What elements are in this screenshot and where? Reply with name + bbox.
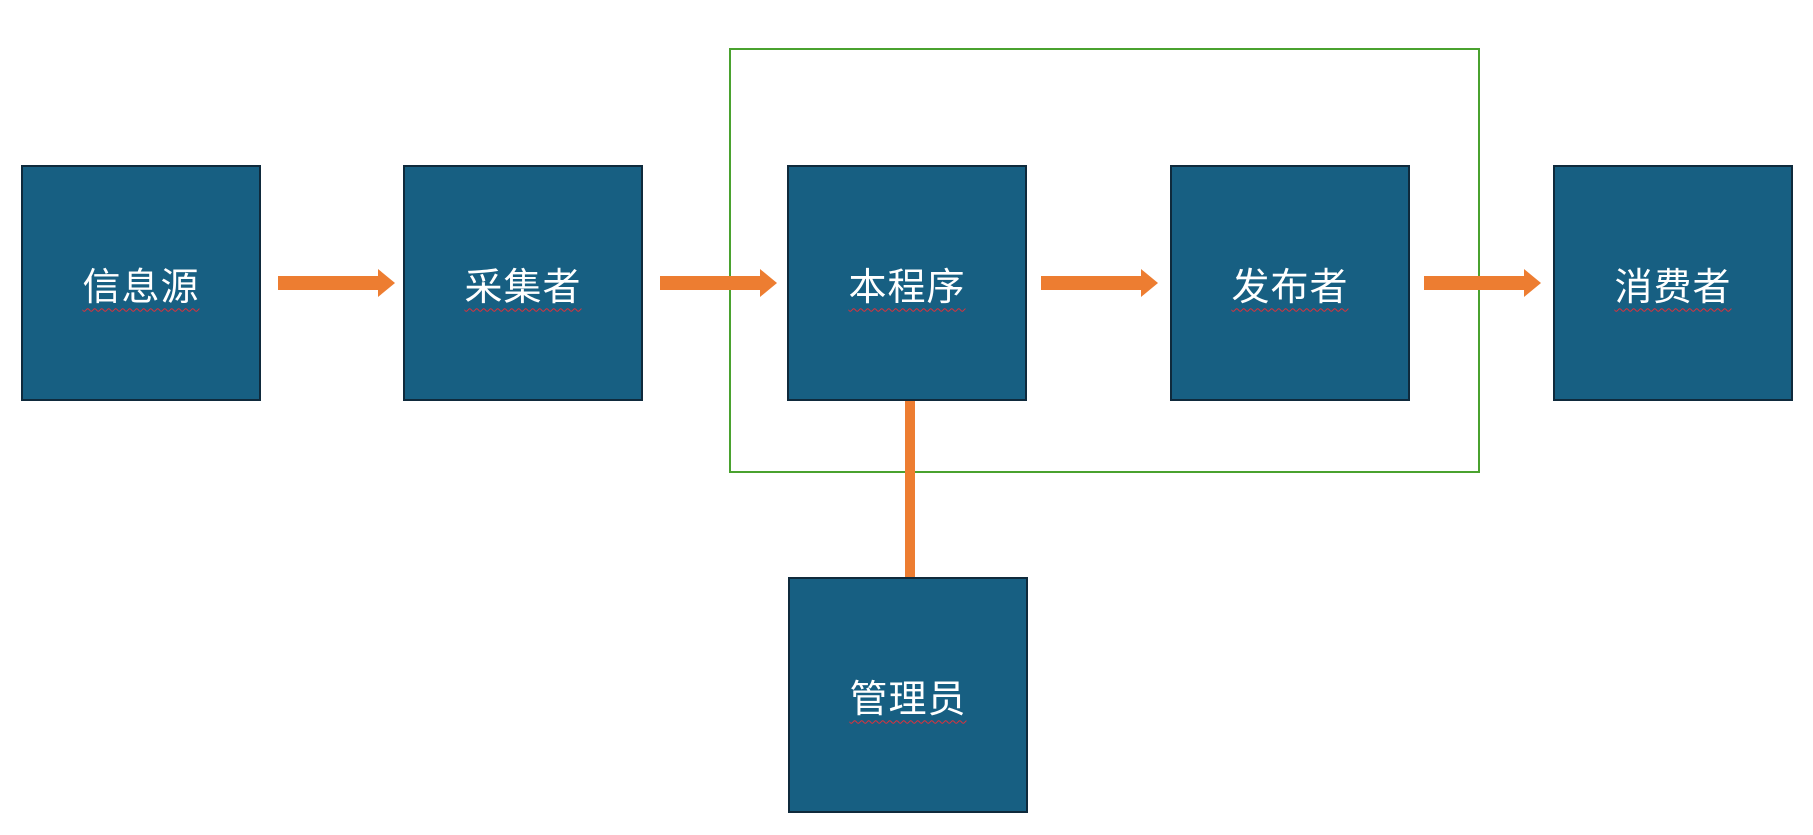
node-source-label: 信息源 [82,264,200,309]
arrow-program-to-publisher [1041,269,1158,297]
node-consumer-label: 消费者 [1614,264,1732,309]
node-source: 信息源 [21,165,261,401]
node-admin: 管理员 [788,577,1028,813]
node-consumer: 消费者 [1553,165,1793,401]
node-collector: 采集者 [403,165,643,401]
node-publisher-label: 发布者 [1231,264,1349,309]
arrow-collector-to-program [660,269,777,297]
group-frame [729,48,1480,473]
node-program: 本程序 [787,165,1027,401]
line-program-to-admin [905,401,915,578]
node-collector-label: 采集者 [464,264,582,309]
node-admin-label: 管理员 [849,676,967,721]
node-publisher: 发布者 [1170,165,1410,401]
arrow-publisher-to-consumer [1424,269,1541,297]
arrow-source-to-collector [278,269,395,297]
node-program-label: 本程序 [848,264,966,309]
